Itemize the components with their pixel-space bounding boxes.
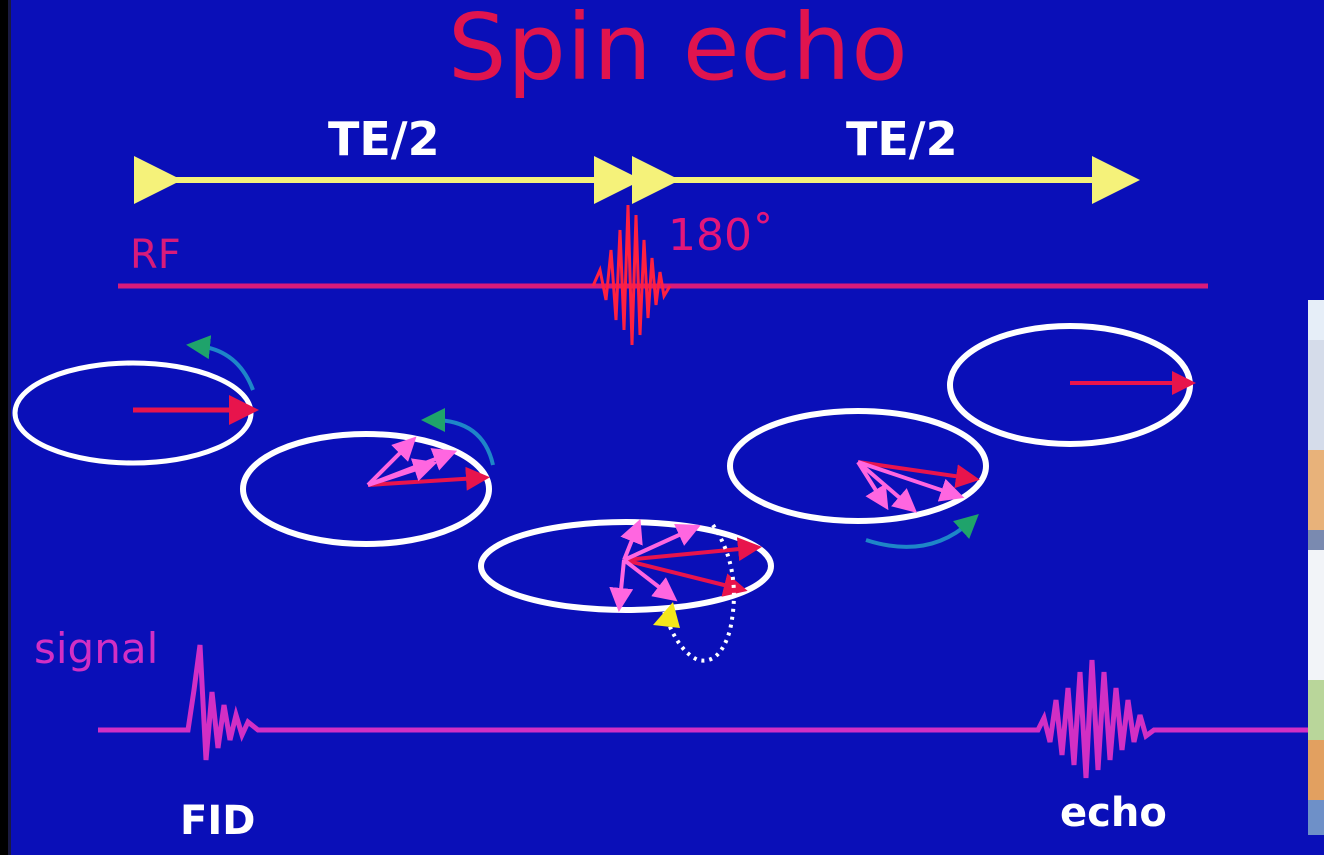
spin-vector-2d <box>367 458 438 487</box>
rf-label: RF <box>130 232 181 278</box>
spin-ring-4 <box>727 408 989 524</box>
rf-pulse-180 <box>591 204 672 346</box>
interval-label-left: TE/2 <box>328 112 440 166</box>
rotation-arrow-4 <box>865 513 979 549</box>
cropped-picture <box>1308 300 1324 835</box>
spin-vector-3d <box>620 518 643 561</box>
fid-label: FID <box>180 798 256 844</box>
flip-arrowhead <box>653 602 680 628</box>
slide-title: Spin echo <box>448 0 909 101</box>
spin-vector-2a <box>367 466 490 491</box>
spin-vector-4b <box>857 460 965 502</box>
spin-vector-4d <box>856 460 889 511</box>
rotation-arrow-2 <box>421 408 495 466</box>
signal-line <box>98 644 1324 779</box>
spin-ring-3 <box>478 519 774 613</box>
slide: Spin echo TE/2 TE/2 RF 180˚ signal FID e… <box>8 0 1324 855</box>
spin-vector-3c <box>623 524 701 562</box>
spin-ring-2 <box>240 431 492 547</box>
interval-label-right: TE/2 <box>846 112 958 166</box>
spin-vector-3a <box>623 537 762 562</box>
signal-label: signal <box>34 624 159 673</box>
spin-vector-4a <box>857 460 980 489</box>
rotation-arrow-1 <box>186 335 255 391</box>
spin-vector-3b <box>623 558 748 597</box>
pulse-label: 180˚ <box>668 210 774 261</box>
flip-arrow <box>661 523 736 663</box>
spin-ring-1 <box>12 360 254 466</box>
spin-vector-3e <box>609 559 634 612</box>
spin-vector-3f <box>622 558 678 602</box>
echo-label: echo <box>1060 790 1167 836</box>
spin-echo-diagram <box>12 156 1324 779</box>
spin-vector-2c <box>366 436 417 487</box>
